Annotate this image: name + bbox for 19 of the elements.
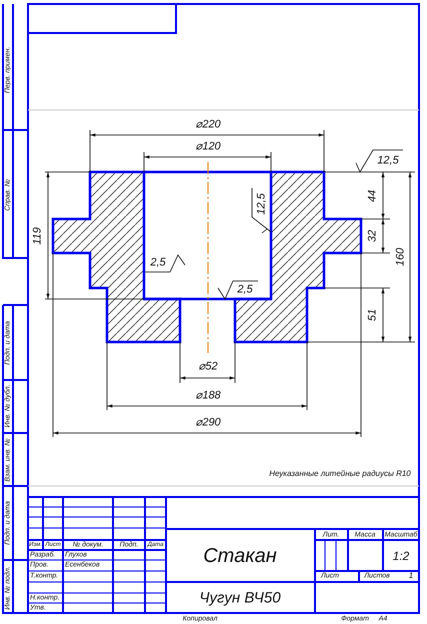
dimension-value: 119 [32,227,44,245]
note: Неуказанные литейные радиусы R10 [269,470,411,478]
dimension-value: 32 [368,230,378,242]
roughness-value: 12,5 [256,193,268,215]
roughness-value: 2,5 [237,284,253,296]
dimension-value: ⌀188 [195,390,221,402]
dimension-value: ⌀220 [195,120,221,130]
roughness-value: 2,5 [150,258,166,268]
dimension-value: ⌀52 [198,362,218,372]
dimension-value: ⌀120 [195,142,221,152]
part-name: Стакан [203,546,277,566]
scale-value: 1:2 [392,550,410,562]
dimension-value: 160 [396,248,406,266]
dimension-value: ⌀290 [195,418,221,428]
dimension-value: 51 [368,308,378,322]
material-name: Чугун ВЧ50 [199,590,281,606]
dimension-value: 44 [368,190,378,202]
roughness-value: 12,5 [377,156,399,166]
sheet-count: 1 [408,572,414,580]
